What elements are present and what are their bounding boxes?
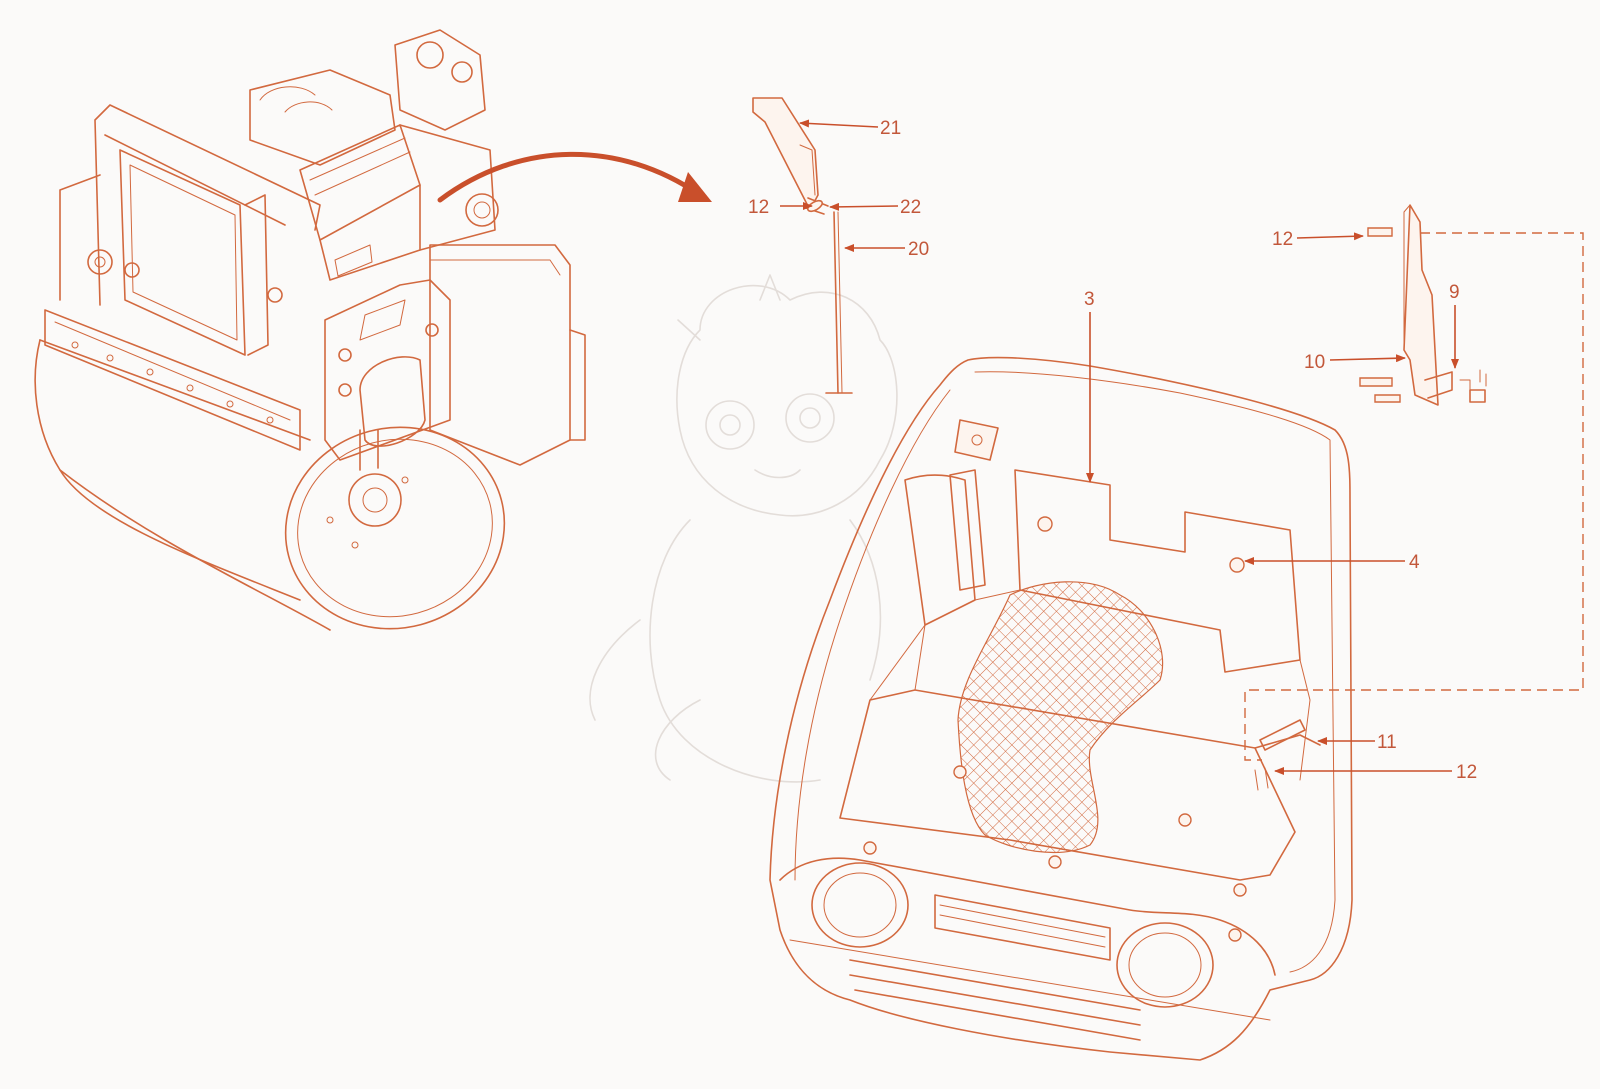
dipstick-parts [752, 97, 853, 394]
callout-10: 10 [1304, 352, 1325, 373]
callout-12-bracket: 12 [1272, 229, 1293, 250]
callout-20: 20 [908, 239, 929, 260]
callout-3: 3 [1084, 289, 1095, 310]
mesh-insert [957, 581, 1164, 854]
callout-12-hood: 12 [1456, 762, 1477, 783]
roller-machine-illustration [34, 29, 712, 631]
callout-labels: 21 12 22 20 12 9 10 3 4 11 12 [748, 118, 1477, 783]
callout-9: 9 [1449, 282, 1460, 303]
mascot-watermark [589, 274, 898, 783]
callout-22: 22 [900, 197, 921, 218]
routing-dashed-line [1244, 232, 1584, 761]
side-bracket-part [1359, 204, 1487, 406]
leader-lines [780, 119, 1459, 775]
callout-21: 21 [880, 118, 901, 139]
callout-4: 4 [1409, 552, 1420, 573]
callout-11: 11 [1377, 732, 1397, 753]
engine-hood-illustration [769, 356, 1353, 1061]
callout-12-dipstick: 12 [748, 197, 769, 218]
